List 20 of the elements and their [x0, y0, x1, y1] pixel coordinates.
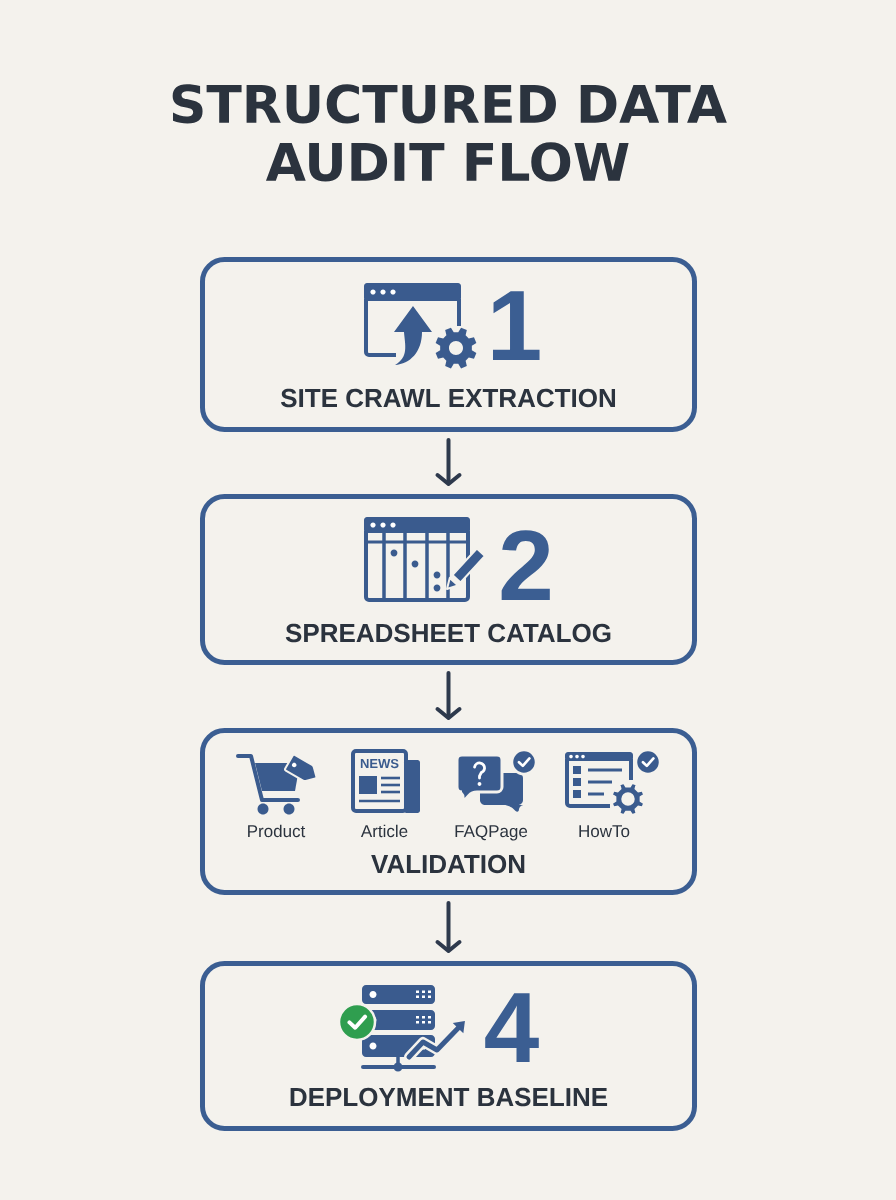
- step-title: DEPLOYMENT BASELINE: [290, 1087, 608, 1107]
- step-box: [200, 257, 697, 432]
- icon-caption: HowTo: [579, 825, 630, 838]
- step-title: SITE CRAWL EXTRACTION: [281, 388, 615, 408]
- arrow: [435, 671, 462, 720]
- icon-caption: Article: [360, 824, 408, 838]
- step-box: [200, 494, 697, 665]
- title: STRUCTURED DATA AUDIT FLOW: [172, 84, 727, 182]
- step-number: 1: [493, 291, 540, 360]
- step-number: 2: [501, 530, 550, 600]
- step-box: [200, 728, 697, 895]
- step-title: SPREADSHEET CATALOG: [285, 623, 611, 643]
- step-number: 4: [485, 993, 539, 1062]
- step-title: VALIDATION: [371, 854, 525, 874]
- arrow: [435, 901, 462, 953]
- arrow: [435, 438, 462, 486]
- newspaper-heading: NEWS: [360, 758, 399, 769]
- icon-caption: Product: [248, 824, 306, 838]
- step-box: [200, 961, 697, 1131]
- icon-caption: FAQPage: [455, 825, 528, 841]
